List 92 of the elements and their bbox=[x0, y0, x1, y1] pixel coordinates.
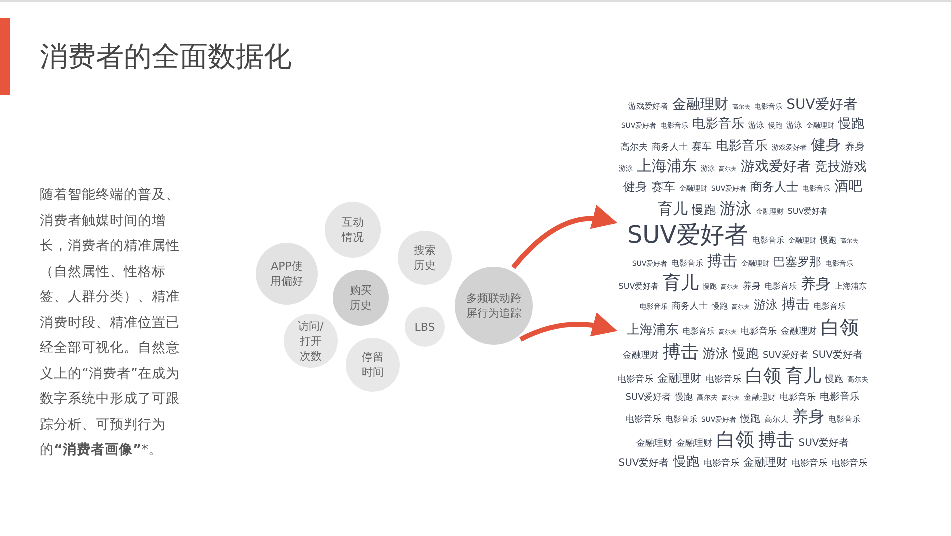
cloud-word: 电影音乐 bbox=[625, 416, 662, 426]
cloud-word: 金融理财 bbox=[658, 373, 702, 386]
cloud-word: 电影音乐 bbox=[692, 118, 745, 132]
cloud-word: 高尔夫 bbox=[621, 144, 648, 154]
cloud-word: 搏击 bbox=[708, 252, 738, 270]
cloud-word: 电影音乐 bbox=[752, 236, 785, 246]
cloud-word: 商务人士 bbox=[750, 181, 799, 194]
cloud-word: SUV爱好者 bbox=[626, 394, 672, 404]
cloud-word: 赛车 bbox=[651, 181, 676, 194]
cloud-word: SUV爱好者 bbox=[788, 208, 828, 217]
cloud-word: 电影音乐 bbox=[780, 394, 816, 404]
cloud-word: 慢跑 bbox=[733, 348, 759, 362]
cloud-word: 游泳 bbox=[786, 122, 803, 131]
cloud-word: 游戏爱好者 bbox=[628, 103, 669, 112]
cloud-word: 慢跑 bbox=[692, 204, 716, 218]
cloud-word: 电影音乐 bbox=[820, 392, 860, 403]
cloud-word: 电影音乐 bbox=[814, 302, 846, 312]
cloud-word: 商务人士 bbox=[672, 302, 708, 313]
cloud-word: 电影音乐 bbox=[683, 328, 715, 337]
cloud-word: 金融理财 bbox=[781, 328, 817, 338]
cloud-word: 游戏爱好者 bbox=[741, 160, 811, 176]
cloud-word: SUV爱好者 bbox=[798, 438, 850, 450]
cloud-word: 上海浦东 bbox=[627, 324, 679, 338]
cloud-word: 金融理财 bbox=[636, 440, 673, 450]
cloud-word: 白领 bbox=[821, 318, 859, 339]
bubble-label: 访问/打开次数 bbox=[298, 318, 324, 364]
bubble-label: 停留时间 bbox=[361, 350, 385, 380]
cloud-word: 电影音乐 bbox=[706, 376, 742, 386]
cloud-word: 电影音乐 bbox=[703, 460, 740, 470]
bubble-label: 互动情况 bbox=[340, 215, 365, 245]
cloud-word: 商务人士 bbox=[652, 144, 688, 154]
cloud-word: 慢跑 bbox=[712, 302, 728, 312]
cloud-word: 电影音乐 bbox=[665, 416, 698, 425]
cloud-word: 赛车 bbox=[692, 142, 712, 153]
cloud-word: 慢跑 bbox=[740, 414, 761, 425]
body-paragraph: 随着智能终端的普及、消费者触媒时间的增长，消费者的精准属性（自然属性、性格标签、人群分类）、精准消费时段、精准位置已经全部可视化。自然意义上的“消费者”在成为数字系统中形成了可跟踪分析、可预判行为的“消费者画像”*。 bbox=[40, 186, 181, 460]
cloud-word: 育儿 bbox=[663, 274, 700, 294]
cloud-word: 电影音乐 bbox=[672, 260, 704, 269]
cloud-word: 金融理财 bbox=[672, 98, 729, 114]
cloud-word: 上海浦东 bbox=[835, 282, 868, 292]
cloud-word: 竞技游戏 bbox=[815, 161, 867, 176]
cloud-word: SUV爱好者 bbox=[786, 98, 858, 114]
cloud-word: 高尔夫 bbox=[764, 416, 789, 425]
cloud-word: 上海浦东 bbox=[637, 158, 697, 175]
curved-arrow bbox=[512, 206, 618, 270]
cloud-word: 慢跑 bbox=[673, 456, 700, 470]
cloud-word: 电影音乐 bbox=[791, 460, 828, 470]
cloud-word: 慢跑 bbox=[826, 376, 844, 386]
cloud-word: SUV爱好者 bbox=[627, 222, 749, 248]
cloud-word: SUV爱好者 bbox=[812, 350, 863, 362]
cloud-word: 搏击 bbox=[663, 343, 699, 363]
cloud-word: 游泳 bbox=[703, 348, 729, 362]
cloud-word: 白领 bbox=[746, 367, 782, 388]
cloud-word: 白领 bbox=[716, 430, 755, 452]
cloud-word: 金融理财 bbox=[676, 440, 713, 450]
page-title: 消费者的全面数据化 bbox=[40, 39, 292, 75]
cloud-word: 健身 bbox=[623, 181, 648, 194]
bubble-label: 购买历史 bbox=[349, 283, 373, 313]
cloud-word: 酒吧 bbox=[834, 180, 863, 196]
cloud-word: 游泳 bbox=[748, 122, 765, 131]
cloud-word: 养身 bbox=[801, 276, 832, 292]
cloud-word: 电影音乐 bbox=[831, 460, 868, 470]
bubble-label: LBS bbox=[414, 320, 436, 334]
cloud-word: 游泳 bbox=[754, 298, 778, 312]
cloud-word: 健身 bbox=[811, 136, 841, 154]
cloud-word: 搏击 bbox=[758, 431, 795, 452]
cloud-word: 金融理财 bbox=[744, 394, 776, 402]
cloud-word: 电影音乐 bbox=[618, 376, 654, 386]
bubble-label: APP使用偏好 bbox=[270, 259, 304, 289]
cloud-word: 电影音乐 bbox=[741, 328, 777, 338]
cloud-word: 慢跑 bbox=[820, 236, 837, 246]
cloud-word: 游泳 bbox=[720, 200, 752, 218]
cloud-word: SUV爱好者 bbox=[763, 352, 808, 362]
cloud-word: 慢跑 bbox=[838, 118, 865, 132]
curved-arrow bbox=[520, 312, 618, 342]
cloud-word: 养身 bbox=[792, 408, 825, 426]
cloud-word: 电影音乐 bbox=[716, 140, 768, 154]
bubble-label: 搜索历史 bbox=[413, 243, 437, 273]
cloud-word: 金融理财 bbox=[743, 456, 788, 469]
cloud-word: 电影音乐 bbox=[765, 282, 798, 292]
cloud-word: 搏击 bbox=[782, 298, 810, 314]
cloud-word: 慢跑 bbox=[675, 394, 694, 404]
cloud-word: 金融理财 bbox=[623, 352, 659, 362]
cloud-word: SUV爱好者 bbox=[618, 282, 660, 292]
bubble-label: 多频联动跨屏行为追踪 bbox=[466, 291, 522, 321]
cloud-word: 养身 bbox=[845, 142, 865, 153]
cloud-word: 巴塞罗那 bbox=[774, 256, 822, 269]
cloud-word: SUV爱好者 bbox=[618, 458, 670, 469]
cloud-word: 育儿 bbox=[786, 367, 822, 388]
cloud-word: 电影音乐 bbox=[828, 416, 861, 425]
cloud-word: 育儿 bbox=[658, 200, 688, 218]
cloud-word: 养身 bbox=[743, 282, 762, 293]
